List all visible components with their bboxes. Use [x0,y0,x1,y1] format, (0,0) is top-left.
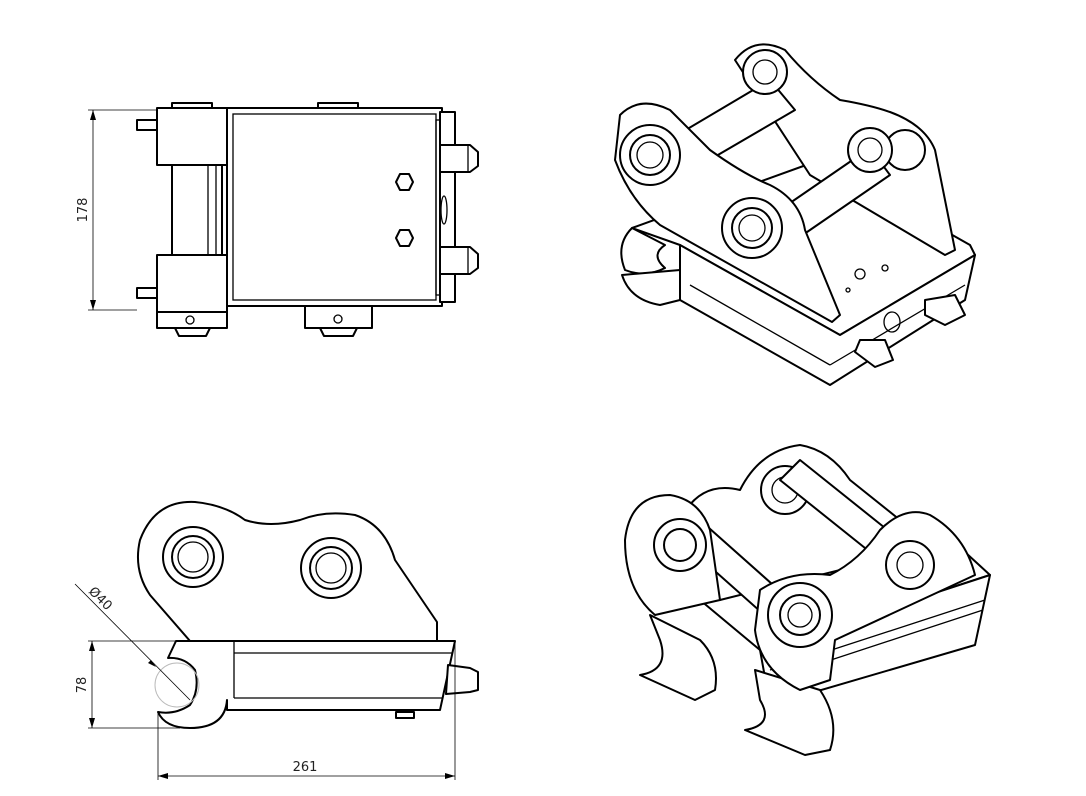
top-view: 178 [76,102,479,337]
diameter-leader-line [74,583,191,701]
dimension-78-label: 78 [75,677,90,694]
isometric-view-top [614,43,976,386]
side-view: Ø40 78 261 [74,500,479,780]
isometric-view-bottom [624,444,991,756]
dimension-178-label: 178 [76,198,91,223]
dimension-261-label: 261 [293,760,318,775]
diameter-40-label: Ø40 [85,584,115,614]
